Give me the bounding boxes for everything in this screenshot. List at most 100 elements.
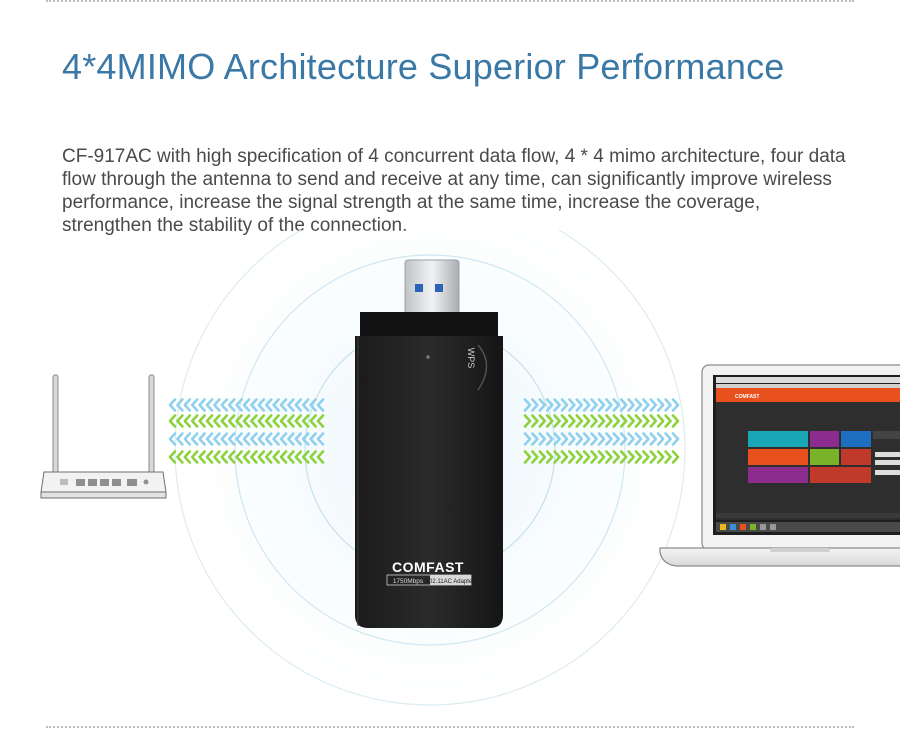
left-arrow-chevron <box>250 398 258 412</box>
left-arrow-chevron <box>198 432 206 446</box>
right-arrow-chevron <box>649 432 658 446</box>
left-arrow-chevron <box>205 398 214 412</box>
adapter-brand-label: COMFAST <box>392 559 464 575</box>
right-arrow-chevron <box>605 398 613 412</box>
right-arrow-chevron <box>612 432 621 446</box>
right-arrow-chevron <box>582 414 591 428</box>
left-arrow-chevron <box>279 414 288 428</box>
left-arrow-chevron <box>176 414 184 428</box>
bottom-dotted-divider <box>46 726 854 728</box>
right-arrow-chevron <box>568 450 576 464</box>
right-arrow-chevron <box>671 414 680 428</box>
left-arrow-chevron <box>242 432 251 446</box>
left-arrow-chevron <box>205 432 214 446</box>
left-arrow-chevron <box>190 432 199 446</box>
right-arrow-chevron <box>642 432 650 446</box>
right-arrow-chevron <box>605 432 613 446</box>
right-arrow-chevron <box>627 414 635 428</box>
right-arrow-chevron <box>560 432 569 446</box>
left-arrow-chevron <box>301 432 310 446</box>
adapter-standard-label: 802.11AC Adapter <box>426 579 475 585</box>
right-arrow-chevron <box>627 432 635 446</box>
left-arrow-chevron <box>264 414 273 428</box>
left-arrow-chevron <box>316 398 325 412</box>
left-arrow-chevron <box>250 450 258 464</box>
right-arrow-chevron <box>538 432 547 446</box>
left-arrow-chevron <box>294 432 303 446</box>
right-arrow-chevron <box>649 414 658 428</box>
right-arrow-chevron <box>619 432 628 446</box>
right-arrow-chevron <box>642 398 650 412</box>
left-arrow-chevron <box>213 414 221 428</box>
right-arrow-chevron <box>538 398 547 412</box>
left-arrow-chevron <box>272 450 280 464</box>
left-arrow-chevron <box>309 450 317 464</box>
left-arrow-chevron <box>227 450 236 464</box>
left-arrow-chevron <box>242 398 251 412</box>
right-arrow-chevron <box>575 450 584 464</box>
right-arrow-chevron <box>531 432 539 446</box>
left-arrow-chevron <box>287 432 295 446</box>
right-arrow-chevron <box>656 450 665 464</box>
right-arrow-chevron <box>664 414 672 428</box>
right-arrow-chevron <box>590 414 598 428</box>
wps-label: WPS <box>466 348 476 369</box>
right-arrow-chevron <box>619 450 628 464</box>
left-arrow-chevron <box>235 450 243 464</box>
right-arrow-chevron <box>568 432 576 446</box>
feature-headline: 4*4MIMO Architecture Superior Performanc… <box>62 46 785 87</box>
left-arrow-chevron <box>279 450 288 464</box>
laptop-app-logo: COMFAST <box>735 394 759 400</box>
left-arrow-chevron <box>227 432 236 446</box>
right-arrow-chevron <box>664 398 672 412</box>
left-arrow-chevron <box>183 432 192 446</box>
left-arrow-chevron <box>264 450 273 464</box>
right-arrow-chevron <box>612 450 621 464</box>
right-arrow-chevron <box>597 414 606 428</box>
left-arrow-chevron <box>235 398 243 412</box>
right-arrow-chevron <box>538 414 547 428</box>
left-arrow-chevron <box>250 432 258 446</box>
left-arrow-chevron <box>316 414 325 428</box>
right-arrow-chevron <box>582 432 591 446</box>
right-signal-arrows <box>523 398 680 464</box>
left-arrow-chevron <box>198 414 206 428</box>
left-arrow-chevron <box>257 450 266 464</box>
left-arrow-chevron <box>183 414 192 428</box>
left-arrow-chevron <box>242 450 251 464</box>
left-arrow-chevron <box>213 450 221 464</box>
right-arrow-chevron <box>575 432 584 446</box>
left-arrow-chevron <box>309 432 317 446</box>
right-arrow-chevron <box>649 450 658 464</box>
left-arrow-chevron <box>183 450 192 464</box>
left-arrow-chevron <box>309 414 317 428</box>
right-arrow-chevron <box>523 398 532 412</box>
right-arrow-chevron <box>671 450 680 464</box>
left-arrow-chevron <box>264 432 273 446</box>
right-arrow-chevron <box>627 398 635 412</box>
left-arrow-chevron <box>183 398 192 412</box>
left-signal-arrows <box>168 398 325 464</box>
feature-description: CF-917AC with high specification of 4 co… <box>62 146 846 236</box>
left-arrow-chevron <box>301 398 310 412</box>
right-arrow-chevron <box>597 450 606 464</box>
right-arrow-chevron <box>553 414 561 428</box>
right-arrow-chevron <box>568 414 576 428</box>
left-arrow-chevron <box>227 414 236 428</box>
router-illustration <box>40 374 167 499</box>
right-arrow-chevron <box>560 398 569 412</box>
right-arrow-chevron <box>545 414 554 428</box>
right-arrow-chevron <box>634 414 643 428</box>
left-arrow-chevron <box>257 398 266 412</box>
right-arrow-chevron <box>612 414 621 428</box>
left-arrow-chevron <box>176 432 184 446</box>
left-arrow-chevron <box>294 414 303 428</box>
right-arrow-chevron <box>590 450 598 464</box>
right-arrow-chevron <box>597 432 606 446</box>
left-arrow-chevron <box>287 414 295 428</box>
left-arrow-chevron <box>190 450 199 464</box>
right-arrow-chevron <box>627 450 635 464</box>
right-arrow-chevron <box>582 450 591 464</box>
right-arrow-chevron <box>553 432 561 446</box>
left-arrow-chevron <box>198 450 206 464</box>
